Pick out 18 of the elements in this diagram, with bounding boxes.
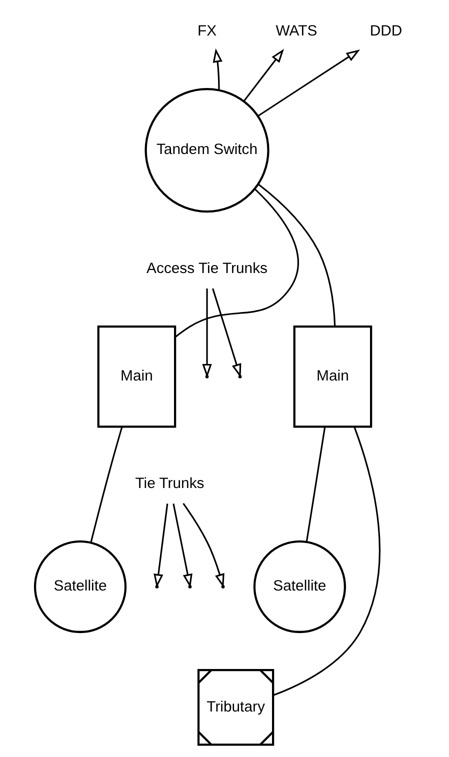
node-text: Tie Trunks [134,476,204,492]
node-box: Main [292,326,372,428]
node-text: DDD [369,23,402,40]
connector [305,426,326,542]
node-circle: Satellite [252,540,346,634]
connector [174,188,298,338]
node-text: WATS [275,23,317,40]
node-circle: Tandem Switch [144,88,269,213]
arrow [242,48,284,102]
arrow [257,49,360,117]
connector [272,426,380,696]
arrow [212,48,222,90]
node-circle: Satellite [33,540,126,634]
node-text: FX [196,23,216,40]
connector [90,426,122,544]
node-box: Main [96,326,176,428]
node-text: Access Tie Trunks [146,260,267,277]
connector [257,184,336,326]
